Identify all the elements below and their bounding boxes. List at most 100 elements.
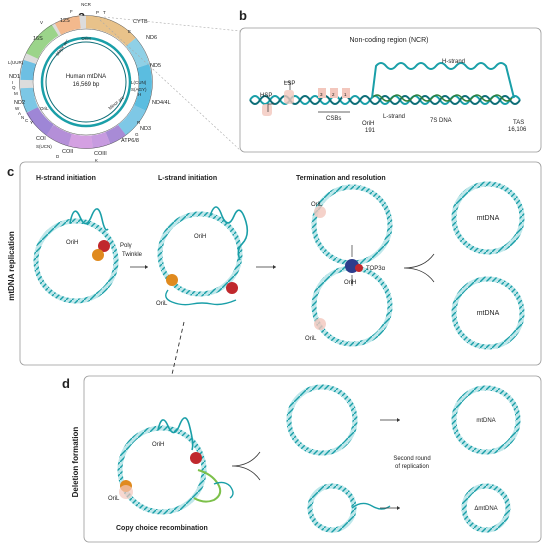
gene-cytb [85, 15, 136, 47]
split-arrow [403, 253, 435, 283]
trna-p: P [96, 10, 99, 15]
tas-label: TAS [513, 120, 524, 126]
trna-e: E [128, 29, 131, 34]
product-circle-2 [451, 276, 525, 350]
coi-label: COI [36, 136, 46, 142]
trna-r: R [137, 120, 141, 125]
split-arrow-d [231, 451, 261, 481]
second-round-line2: of replication [395, 464, 429, 470]
gene-nd1 [20, 59, 37, 81]
orih-label-b: OriH [362, 121, 374, 127]
step1-circle [33, 208, 119, 304]
twinkle-label: Twinkle [122, 252, 143, 258]
panel-d-letter: d [62, 376, 70, 391]
trna-d: D [56, 154, 60, 159]
nd3-label: ND3 [140, 126, 151, 132]
panel-d-side-label: Deletion formation [71, 427, 80, 498]
12s-label: 12S [60, 18, 70, 24]
ncr-label: NCR [81, 2, 91, 7]
daughter-circle-2 [307, 483, 357, 533]
trna-y: Y [30, 120, 33, 125]
gene-coi [26, 106, 54, 136]
orih-label-a: OriH [81, 36, 90, 41]
second-round-line1: Second round [393, 456, 430, 462]
l-strand-label: L-strand [383, 114, 405, 120]
h-strand-label: H-strand [442, 59, 465, 65]
trna-v: V [40, 20, 43, 25]
trna-w: W [15, 106, 20, 111]
final-product-1: mtDNA [476, 418, 495, 424]
oril-label-c3a: OriL [311, 202, 323, 208]
major-arc-label: Major arc [55, 38, 70, 57]
hsp-label: HSP [260, 93, 272, 99]
oril-label-a: OriL [40, 106, 49, 111]
gene-atp [91, 131, 111, 149]
nd1-label: ND1 [9, 74, 20, 80]
nd4-label: ND4/4L [152, 100, 171, 106]
polg-label: Polγ [120, 243, 132, 249]
cytb-label: CYTB [133, 19, 148, 25]
gene-nd2 [20, 87, 39, 113]
oril-label-c2: OriL [156, 301, 168, 307]
tas-pos: 16,106 [508, 127, 527, 133]
trna-i: I [12, 80, 13, 85]
genome-size: 16,569 bp [73, 82, 100, 88]
trna-n: N [21, 115, 24, 120]
orih-label-c1: OriH [66, 240, 78, 246]
product-1-label: mtDNA [477, 215, 500, 222]
oril-label-d: OriL [108, 496, 120, 502]
csb-2: 2 [332, 92, 335, 97]
step3-circles [311, 184, 393, 347]
trna-luur: L(UUR) [8, 60, 24, 65]
step1-title: H-strand initiation [36, 175, 96, 182]
trna-c: C [25, 118, 29, 123]
trna-f: F [70, 9, 73, 14]
copy-choice-caption: Copy choice recombination [116, 525, 208, 532]
deletion-circle [117, 417, 234, 515]
gene-12s [54, 15, 82, 35]
panel-c-letter: c [7, 164, 14, 179]
gene-coii [46, 124, 73, 147]
step2-circle [157, 206, 249, 306]
nd6-label: ND6 [146, 35, 157, 41]
nd2-label: ND2 [14, 100, 25, 106]
final-product-2: ΔmtDNA [474, 506, 497, 512]
gene-nd4 [117, 104, 146, 136]
orih-label-c3: OriH [344, 280, 356, 286]
gene-coiii [68, 133, 93, 149]
gene-nd6 [125, 37, 150, 68]
trna-a: A [18, 111, 21, 116]
product-circle-1 [451, 181, 525, 255]
csbs-label: CSBs [326, 116, 341, 122]
final-circle-1 [451, 385, 521, 455]
ncr-title: Non-coding region (NCR) [350, 37, 429, 44]
trna-m: M [14, 91, 18, 96]
coiii-label: COIII [94, 151, 107, 157]
atp-label: ATP6/8 [121, 138, 139, 144]
gene-nd3 [105, 124, 126, 145]
panel-c-box [19, 161, 542, 366]
trna-g: G [135, 132, 139, 137]
16s-label: 16S [33, 36, 43, 42]
panel-b-box [239, 27, 542, 153]
genome-title: Human mtDNA [66, 74, 106, 80]
trna-t: T [103, 10, 106, 15]
coii-label: COII [62, 149, 74, 155]
lsp-label: LSP [284, 81, 295, 87]
orih-label-d: OriH [152, 442, 164, 448]
orih-label-c2: OriH [194, 234, 206, 240]
panel-b-letter: b [239, 8, 247, 23]
csb-1: 1 [344, 92, 347, 97]
trna-k: K [95, 158, 98, 163]
gene-nd5 [133, 64, 152, 111]
final-circle-2 [461, 483, 511, 533]
trna-sucn: S(UCN) [36, 144, 52, 149]
nd5-label: ND5 [150, 63, 161, 69]
oril-label-c3b: OriL [305, 336, 317, 342]
ncr-helix [249, 62, 521, 116]
csb-3: 3 [320, 92, 323, 97]
orih-pos: 191 [365, 128, 376, 134]
mtdna-genome-map [19, 15, 153, 149]
panel-c-side-label: mtDNA replication [7, 231, 16, 301]
